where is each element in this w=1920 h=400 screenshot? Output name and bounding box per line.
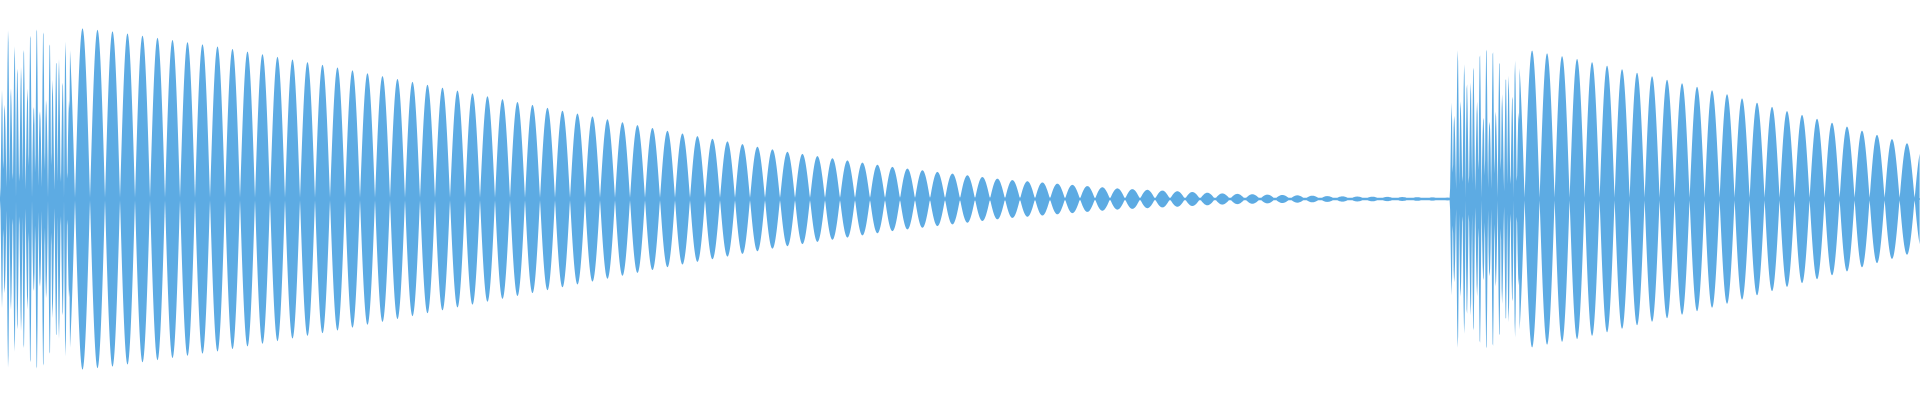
waveform-note-2 (1449, 49, 1920, 349)
waveform-note-1 (0, 28, 1450, 370)
